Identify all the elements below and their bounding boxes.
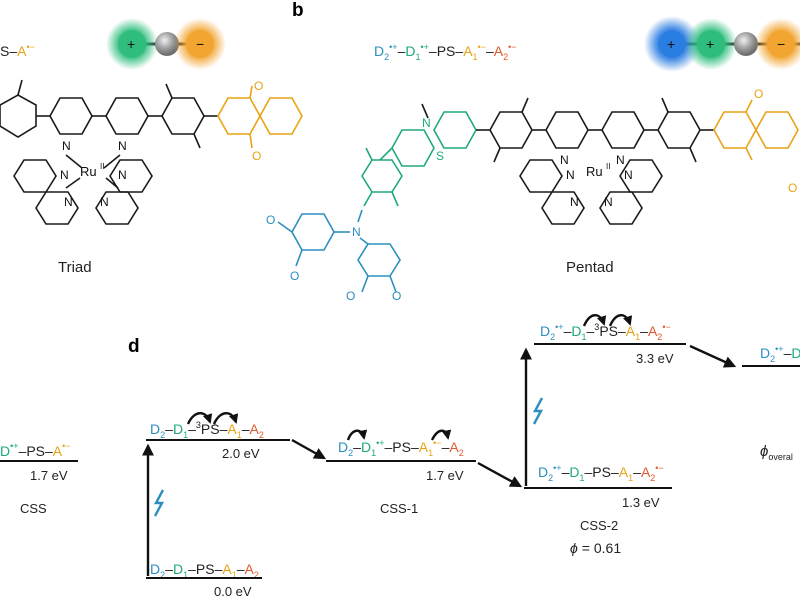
pentad-formula: D2•+–D1•+–PS–A1•−–A2•− [374,42,517,62]
svg-text:N: N [570,195,579,209]
svg-text:O: O [290,269,299,283]
svg-text:S: S [436,149,444,163]
ground-formula: D2–D1–PS–A1–A2 [150,561,259,580]
pentad-bead-model: + + − [644,16,800,72]
triad-ru: Ru [80,164,97,179]
left-css-energy: 1.7 eV [30,468,68,483]
svg-text:N: N [604,195,613,209]
css1-energy: 1.7 eV [426,468,464,483]
formula-s: S [0,43,9,59]
triad-structure: O O N N Ru II N N N N Triad [0,79,303,276]
css2-formula: D2•+–D1–PS–A1–A2•− [538,463,664,483]
panel-label-b: b [292,0,304,21]
transfer-arrow-3 [689,344,737,368]
left-css-formula: D•+–PS–A•− [0,441,71,459]
energy-diagram: D•+–PS–A•− 1.7 eV CSS D2–D1–PS–A1–A2 0.0… [0,314,800,599]
svg-text:N: N [118,168,127,182]
svg-text:O: O [392,289,401,303]
svg-text:N: N [100,195,109,209]
right-state-formula: D2•+–D [760,344,800,364]
ps-bead [734,32,758,56]
triad-bead-model: + − [106,18,226,70]
svg-text:−: − [196,36,204,52]
photosensitizer-bead [155,32,179,56]
left-css-name: CSS [20,501,47,516]
lightning-icon [153,489,165,517]
svg-text:+: + [127,36,135,52]
svg-text:II: II [606,162,610,171]
svg-text:N: N [60,168,69,182]
css2-energy: 1.3 eV [622,495,660,510]
svg-text:N: N [64,195,73,209]
svg-text:O: O [346,289,355,303]
svg-text:S–A•−: S–A•− [0,42,35,59]
svg-text:O: O [266,213,275,227]
formula-acceptor: A [17,43,27,59]
svg-text:O: O [788,181,797,195]
excited-formula: D2–D1–3PS–A1–A2 [150,420,264,440]
transfer-arrow-2 [477,461,523,488]
triad-formula: S–A•− [0,42,35,59]
svg-text:N: N [560,153,569,167]
css2-name: CSS-2 [580,518,618,533]
pentad-structure: N S N O O O O N N [266,87,799,303]
pentad-ru: Ru [586,164,603,179]
svg-text:N: N [62,139,71,153]
svg-text:II: II [100,162,104,171]
svg-text:+: + [667,36,675,52]
triad-label: Triad [58,259,92,276]
svg-text:D2•+–D1•+–PS–A1•−–A2•−: D2•+–D1•+–PS–A1•−–A2•− [374,42,517,62]
svg-text:O: O [254,79,263,93]
svg-text:O: O [754,87,763,101]
css2-quantum-yield: ϕ= 0.61 [570,540,621,556]
pentad-label: Pentad [566,259,614,276]
svg-text:N: N [352,225,361,239]
overall-quantum-yield: ϕoveral [760,443,793,462]
svg-text:O: O [252,149,261,163]
css3-formula: D2•+–D1–3PS–A1–A2•− [540,322,671,342]
ground-energy: 0.0 eV [214,584,252,599]
svg-text:N: N [616,153,625,167]
css1-name: CSS-1 [380,501,418,516]
excited-energy: 2.0 eV [222,446,260,461]
lightning-icon-2 [532,397,544,425]
svg-text:N: N [422,116,431,130]
svg-text:+: + [706,36,714,52]
svg-text:N: N [624,168,633,182]
svg-text:N: N [566,168,575,182]
svg-text:−: − [777,36,785,52]
css3-energy: 3.3 eV [636,351,674,366]
svg-text:N: N [118,139,127,153]
transfer-arrow-1 [291,438,327,460]
panel-label-d: d [128,336,140,357]
css1-formula: D2–D1•+–PS–A1•−–A2 [338,438,464,458]
